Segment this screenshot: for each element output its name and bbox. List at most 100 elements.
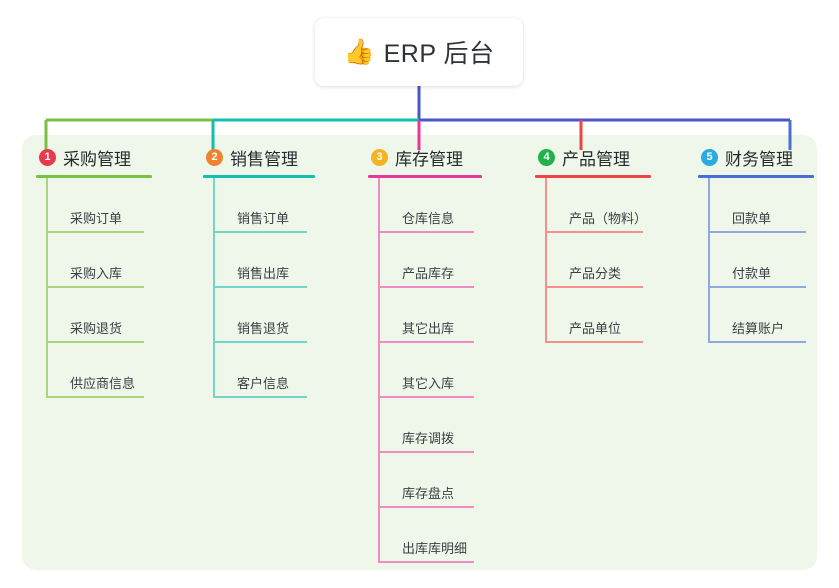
leaf-node[interactable]: 回款单 — [708, 178, 814, 233]
page-title: ERP 后台 — [383, 40, 495, 68]
leaf-node-label: 仓库信息 — [402, 211, 455, 226]
branch-header-4[interactable]: 4 产品管理 — [538, 146, 651, 169]
leaf-node-underline — [213, 341, 307, 343]
leaf-node-underline — [378, 231, 474, 233]
branch-underline — [368, 175, 482, 178]
leaf-node-underline — [378, 561, 474, 563]
branch-item-list: 回款单付款单结算账户 — [698, 178, 814, 343]
leaf-node-label: 产品单位 — [569, 321, 622, 336]
branch-item-list: 销售订单销售出库销售退货客户信息 — [203, 178, 315, 398]
leaf-node[interactable]: 库存盘点 — [378, 453, 482, 508]
branch-header-1[interactable]: 1 采购管理 — [39, 146, 152, 169]
leaf-node-underline — [545, 286, 643, 288]
branch-column-5: 5 财务管理回款单付款单结算账户 — [698, 146, 814, 343]
branch-underline — [203, 175, 315, 178]
leaf-node-underline — [378, 396, 474, 398]
branch-header-3[interactable]: 3 库存管理 — [371, 146, 482, 169]
leaf-node-underline — [213, 231, 307, 233]
branch-spine — [46, 178, 48, 398]
leaf-node[interactable]: 其它出库 — [378, 288, 482, 343]
branch-number-badge: 1 — [39, 149, 56, 166]
branch-item-list: 产品（物料） 产品分类产品单位 — [535, 178, 651, 343]
diagram-panel — [22, 135, 817, 570]
leaf-node-underline — [46, 286, 144, 288]
leaf-node-underline — [213, 396, 307, 398]
leaf-node-underline — [46, 396, 144, 398]
leaf-node-label: 产品分类 — [569, 266, 622, 281]
branch-underline — [535, 175, 651, 178]
leaf-node-underline — [378, 341, 474, 343]
leaf-node-label: 采购订单 — [70, 211, 123, 226]
leaf-node[interactable]: 产品库存 — [378, 233, 482, 288]
leaf-node-underline — [46, 341, 144, 343]
leaf-node-label: 产品（物料） — [569, 211, 648, 226]
leaf-node[interactable]: 付款单 — [708, 233, 814, 288]
branch-title: 产品管理 — [562, 150, 630, 169]
leaf-node-label: 产品库存 — [402, 266, 455, 281]
leaf-node[interactable]: 供应商信息 — [46, 343, 152, 398]
leaf-node-label: 其它入库 — [402, 376, 455, 391]
leaf-node-label: 其它出库 — [402, 321, 455, 336]
leaf-node[interactable]: 销售退货 — [213, 288, 315, 343]
leaf-node[interactable]: 采购订单 — [46, 178, 152, 233]
leaf-node[interactable]: 产品单位 — [545, 288, 651, 343]
leaf-node[interactable]: 采购退货 — [46, 288, 152, 343]
branch-column-3: 3 库存管理仓库信息产品库存其它出库其它入库库存调拨库存盘点出库库明细 — [368, 146, 482, 563]
leaf-node[interactable]: 销售订单 — [213, 178, 315, 233]
branch-spine — [545, 178, 547, 343]
leaf-node-underline — [378, 506, 474, 508]
leaf-node-label: 销售订单 — [237, 211, 290, 226]
leaf-node[interactable]: 其它入库 — [378, 343, 482, 398]
branch-column-4: 4 产品管理产品（物料） 产品分类产品单位 — [535, 146, 651, 343]
branch-column-1: 1 采购管理采购订单采购入库采购退货供应商信息 — [36, 146, 152, 398]
branch-number-badge: 4 — [538, 149, 555, 166]
leaf-node-label: 库存盘点 — [402, 486, 455, 501]
leaf-node-label: 供应商信息 — [70, 376, 136, 391]
branch-title: 采购管理 — [63, 150, 131, 169]
branch-title: 库存管理 — [395, 150, 463, 169]
branch-column-2: 2 销售管理销售订单销售出库销售退货客户信息 — [203, 146, 315, 398]
leaf-node-underline — [708, 341, 806, 343]
branch-spine — [213, 178, 215, 398]
leaf-node-label: 结算账户 — [732, 321, 785, 336]
branch-item-list: 采购订单采购入库采购退货供应商信息 — [36, 178, 152, 398]
branch-spine — [708, 178, 710, 343]
leaf-node-underline — [708, 286, 806, 288]
leaf-node[interactable]: 出库库明细 — [378, 508, 482, 563]
branch-item-list: 仓库信息产品库存其它出库其它入库库存调拨库存盘点出库库明细 — [368, 178, 482, 563]
leaf-node-underline — [213, 286, 307, 288]
branch-header-5[interactable]: 5 财务管理 — [701, 146, 814, 169]
branch-title: 财务管理 — [725, 150, 793, 169]
leaf-node-label: 采购退货 — [70, 321, 123, 336]
thumbs-up-icon: 👍 — [343, 37, 375, 66]
leaf-node-underline — [545, 231, 643, 233]
leaf-node-label: 回款单 — [732, 211, 772, 226]
leaf-node-underline — [378, 451, 474, 453]
leaf-node-label: 出库库明细 — [402, 541, 468, 556]
leaf-node-underline — [46, 231, 144, 233]
branch-underline — [698, 175, 814, 178]
branch-header-2[interactable]: 2 销售管理 — [206, 146, 315, 169]
leaf-node[interactable]: 采购入库 — [46, 233, 152, 288]
leaf-node-label: 销售退货 — [237, 321, 290, 336]
leaf-node[interactable]: 销售出库 — [213, 233, 315, 288]
leaf-node-label: 库存调拨 — [402, 431, 455, 446]
leaf-node[interactable]: 仓库信息 — [378, 178, 482, 233]
branch-title: 销售管理 — [230, 150, 298, 169]
leaf-node-underline — [545, 341, 643, 343]
leaf-node[interactable]: 产品（物料） — [545, 178, 651, 233]
branch-number-badge: 2 — [206, 149, 223, 166]
branch-number-badge: 3 — [371, 149, 388, 166]
leaf-node[interactable]: 客户信息 — [213, 343, 315, 398]
branch-number-badge: 5 — [701, 149, 718, 166]
leaf-node-label: 付款单 — [732, 266, 772, 281]
leaf-node[interactable]: 结算账户 — [708, 288, 814, 343]
leaf-node[interactable]: 库存调拨 — [378, 398, 482, 453]
branch-underline — [36, 175, 152, 178]
leaf-node-label: 销售出库 — [237, 266, 290, 281]
leaf-node[interactable]: 产品分类 — [545, 233, 651, 288]
leaf-node-label: 客户信息 — [237, 376, 290, 391]
root-node-card[interactable]: 👍 ERP 后台 — [315, 18, 523, 86]
leaf-node-underline — [378, 286, 474, 288]
